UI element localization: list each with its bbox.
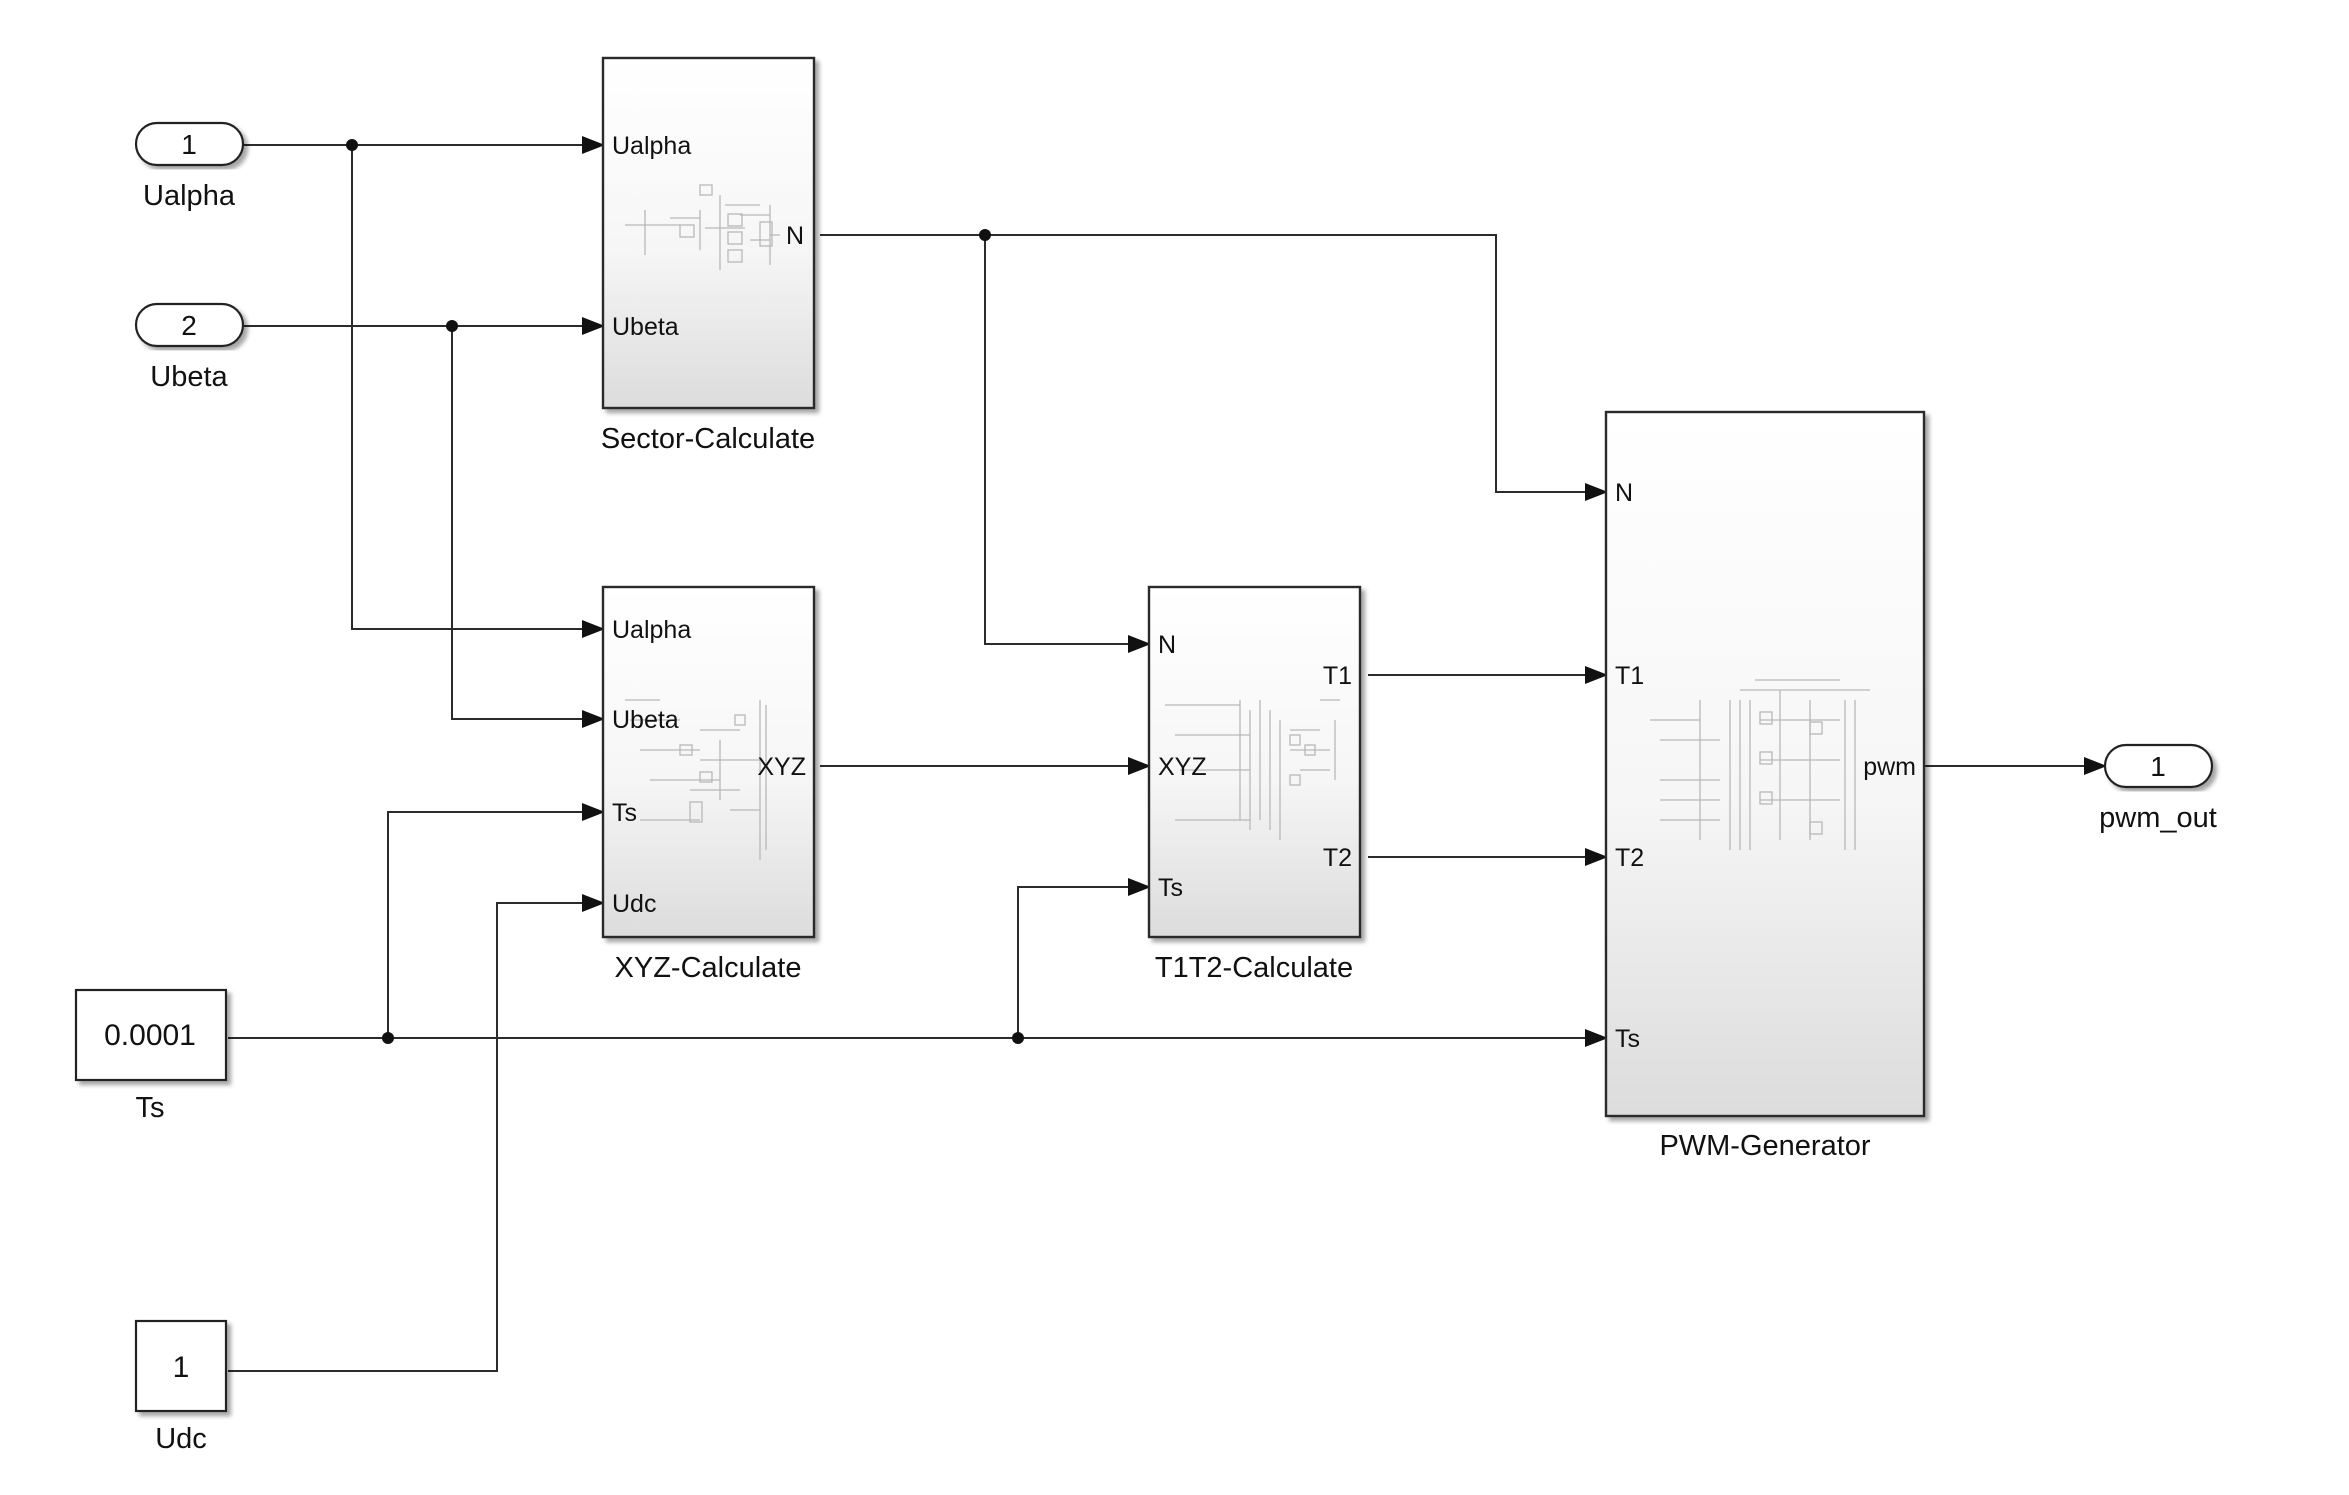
t1t2-port-ts: Ts <box>1158 874 1183 902</box>
xyz-port-ubeta: Ubeta <box>612 706 679 734</box>
xyz-calculate-title: XYZ-Calculate <box>615 952 802 984</box>
arrow-t1t2-xyz <box>1128 757 1151 775</box>
t1t2-calculate-title: T1T2-Calculate <box>1155 952 1353 984</box>
arrow-xyz-udc <box>582 894 605 912</box>
arrow-pwm-ts <box>1585 1029 1608 1047</box>
inport-ualpha-name: Ualpha <box>143 180 236 212</box>
t1t2-port-t1: T1 <box>1323 662 1352 690</box>
branch-points <box>346 139 1024 1044</box>
arrow-pwm-t2 <box>1585 848 1608 866</box>
subsystem-pwm-generator[interactable]: N T1 T2 Ts pwm PWM-Generator <box>1604 410 1926 1162</box>
sector-calculate-body[interactable] <box>601 56 816 410</box>
arrow-pwm-n <box>1585 483 1608 501</box>
inport-ubeta-number: 2 <box>181 310 197 341</box>
pwm-port-ts: Ts <box>1615 1025 1640 1053</box>
constant-udc-shape[interactable] <box>134 1319 228 1413</box>
outport-number: 1 <box>2150 751 2166 782</box>
pwm-generator-thumbnail <box>1650 679 1870 850</box>
pwm-port-n: N <box>1615 479 1633 507</box>
arrow-sector-ubeta <box>582 317 605 335</box>
xyz-port-xyz: XYZ <box>757 753 806 781</box>
sector-port-ualpha: Ualpha <box>612 132 691 160</box>
sector-port-ubeta: Ubeta <box>612 313 679 341</box>
wire-ubeta-to-xyz[interactable] <box>451 326 582 720</box>
subsystem-t1t2-calculate[interactable]: N XYZ Ts T1 T2 T1T2-Calculate <box>1147 585 1362 984</box>
arrow-pwm-t1 <box>1585 666 1608 684</box>
pwm-port-t2: T2 <box>1615 844 1644 872</box>
arrow-outport <box>2084 757 2107 775</box>
t1t2-port-xyz: XYZ <box>1158 753 1207 781</box>
branch-dot-ts-t1t2 <box>1012 1032 1024 1044</box>
sector-calculate-thumbnail <box>625 184 780 270</box>
inport-ualpha[interactable]: 1 Ualpha <box>134 121 245 212</box>
wire-sector-n-to-t1t2[interactable] <box>984 235 1128 645</box>
wire-ts-to-t1t2[interactable] <box>1017 886 1128 1038</box>
arrow-xyz-ualpha <box>582 620 605 638</box>
arrow-t1t2-ts <box>1128 878 1151 896</box>
inport-ubeta-name: Ubeta <box>150 361 228 393</box>
t1t2-calculate-thumbnail <box>1165 699 1340 840</box>
inport-ubeta[interactable]: 2 Ubeta <box>134 302 245 393</box>
constant-ts[interactable]: 0.0001 Ts <box>74 988 228 1124</box>
wire-udc-to-xyz[interactable] <box>228 902 582 1372</box>
subsystem-xyz-calculate[interactable]: Ualpha Ubeta Ts Udc XYZ XYZ-Calculate <box>601 585 816 984</box>
t1t2-port-t2: T2 <box>1323 844 1352 872</box>
xyz-calculate-body[interactable] <box>601 585 816 939</box>
constant-udc-name: Udc <box>155 1423 207 1455</box>
inport-ualpha-shape[interactable] <box>134 121 245 167</box>
wire-ts-to-xyz[interactable] <box>387 811 582 1038</box>
xyz-port-ualpha: Ualpha <box>612 616 691 644</box>
inport-ubeta-shape[interactable] <box>134 302 245 348</box>
wire-ualpha-to-xyz[interactable] <box>351 145 582 630</box>
arrowheads <box>582 136 2107 1047</box>
signal-lines <box>228 144 2084 1372</box>
outport-pwm-out-shape[interactable] <box>2103 743 2214 789</box>
arrow-sector-ualpha <box>582 136 605 154</box>
xyz-calculate-thumbnail <box>625 699 767 860</box>
subsystem-sector-calculate[interactable]: Ualpha Ubeta N Sector-Calculate <box>601 56 816 455</box>
sector-calculate-title: Sector-Calculate <box>601 423 815 455</box>
constant-ts-name: Ts <box>136 1092 165 1124</box>
arrow-xyz-ts <box>582 803 605 821</box>
arrow-t1t2-n <box>1128 635 1151 653</box>
pwm-port-pwm: pwm <box>1863 753 1916 781</box>
outport-name: pwm_out <box>2099 802 2217 834</box>
inport-ualpha-number: 1 <box>181 129 197 160</box>
pwm-port-t1: T1 <box>1615 662 1644 690</box>
branch-dot-ualpha <box>346 139 358 151</box>
constant-ts-value: 0.0001 <box>104 1019 196 1052</box>
wire-sector-n-to-pwm[interactable] <box>820 234 1585 493</box>
constant-udc[interactable]: 1 Udc <box>134 1319 228 1455</box>
t1t2-calculate-body[interactable] <box>1147 585 1362 939</box>
t1t2-port-n: N <box>1158 631 1176 659</box>
arrow-xyz-ubeta <box>582 710 605 728</box>
xyz-port-ts: Ts <box>612 799 637 827</box>
branch-dot-sector-n <box>979 229 991 241</box>
outport-pwm-out[interactable]: 1 pwm_out <box>2099 743 2217 834</box>
constant-ts-shape[interactable] <box>74 988 228 1082</box>
pwm-generator-title: PWM-Generator <box>1659 1130 1870 1162</box>
branch-dot-ts-xyz <box>382 1032 394 1044</box>
constant-udc-value: 1 <box>173 1351 190 1384</box>
xyz-port-udc: Udc <box>612 890 656 918</box>
sector-port-n: N <box>786 222 804 250</box>
branch-dot-ubeta <box>446 320 458 332</box>
